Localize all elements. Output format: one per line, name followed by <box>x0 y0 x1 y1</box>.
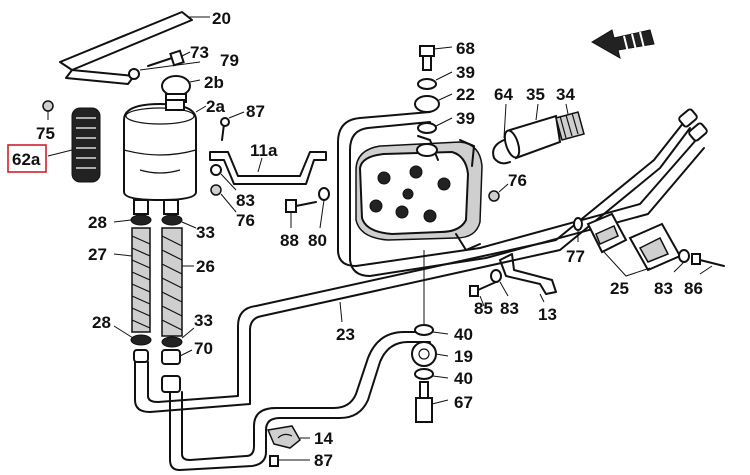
label-22: 22 <box>456 85 475 104</box>
bolt-73 <box>147 49 191 67</box>
nut-76-upper <box>210 184 237 213</box>
label-79: 79 <box>220 51 239 70</box>
label-39-upper: 39 <box>456 63 475 82</box>
label-67: 67 <box>454 393 473 412</box>
label-27: 27 <box>88 245 107 264</box>
label-88: 88 <box>280 231 299 250</box>
label-25: 25 <box>610 279 629 298</box>
label-80: 80 <box>308 231 327 250</box>
fitting-70 <box>161 349 193 365</box>
label-76-right: 76 <box>508 171 527 190</box>
label-14: 14 <box>314 429 333 448</box>
washer-77 <box>573 217 583 242</box>
label-83-right: 83 <box>654 279 673 298</box>
label-13: 13 <box>538 305 557 324</box>
clamp-28-upper <box>113 214 152 226</box>
washer-80 <box>318 187 330 229</box>
mount-25 <box>586 212 682 277</box>
seal-64 <box>492 103 511 165</box>
washer-40-upper <box>414 324 449 336</box>
label-33-lower: 33 <box>194 311 213 330</box>
banjo-bolt-67 <box>415 381 449 423</box>
bracket-13 <box>499 253 557 303</box>
label-28-upper: 28 <box>88 213 107 232</box>
label-40-upper: 40 <box>454 325 473 344</box>
bracket-11a <box>209 151 327 185</box>
pipe-assembly-23 <box>134 111 705 471</box>
clip-14 <box>266 425 310 449</box>
washer-83-mid <box>490 269 509 297</box>
label-73: 73 <box>190 43 209 62</box>
bolt-87-upper <box>220 111 245 141</box>
union-22 <box>414 93 453 113</box>
label-34: 34 <box>556 85 575 104</box>
bolt-88 <box>285 199 317 228</box>
label-85: 85 <box>474 299 493 318</box>
washer-40-lower <box>414 368 449 380</box>
label-20: 20 <box>212 9 231 28</box>
highlight-box-62a <box>7 144 47 173</box>
washer-83-right <box>673 249 690 273</box>
filter-62a <box>47 107 101 183</box>
clamp-28-lower <box>113 325 152 346</box>
label-26: 26 <box>196 257 215 276</box>
label-2a: 2a <box>206 97 225 116</box>
label-35: 35 <box>526 85 545 104</box>
label-19: 19 <box>454 347 473 366</box>
union-lower <box>416 143 438 157</box>
label-39-lower: 39 <box>456 109 475 128</box>
clamp-33-upper <box>161 214 197 229</box>
nut-79 <box>128 61 201 80</box>
bolt-86 <box>691 253 725 275</box>
washer-39-upper <box>417 71 453 90</box>
nut-76-right <box>488 183 509 202</box>
label-87-upper: 87 <box>246 102 265 121</box>
label-86: 86 <box>684 279 703 298</box>
washer-39-lower <box>417 117 453 134</box>
label-83-upper: 83 <box>236 191 255 210</box>
label-76-upper: 76 <box>236 211 255 230</box>
label-11a: 11a <box>250 141 278 160</box>
nut-75 <box>42 100 54 120</box>
callout-labels: 20 73 79 2b 2a 75 62a 87 11a 83 76 68 39… <box>7 9 703 470</box>
pipe-fitting-end <box>678 108 708 142</box>
bracket-20 <box>59 11 210 85</box>
pump-body <box>355 135 483 251</box>
label-28-lower: 28 <box>92 313 111 332</box>
shaft-34 <box>555 103 585 141</box>
label-64: 64 <box>494 85 513 104</box>
reservoir-2a <box>123 99 207 215</box>
coupling-35 <box>503 103 562 160</box>
label-62a: 62a <box>12 150 41 169</box>
label-87-lower: 87 <box>314 451 333 470</box>
washer-83-upper <box>210 164 237 191</box>
hose-26 <box>161 227 194 337</box>
label-2b: 2b <box>204 73 224 92</box>
label-33-upper: 33 <box>196 223 215 242</box>
bolt-87-lower <box>269 455 310 467</box>
banjo-bolt-68 <box>419 45 453 71</box>
fitting-lower <box>161 375 181 393</box>
label-68: 68 <box>456 39 475 58</box>
label-40-lower: 40 <box>454 369 473 388</box>
cap-2b <box>161 75 201 103</box>
bolt-85 <box>469 281 497 307</box>
clamp-33-lower <box>161 327 195 348</box>
label-75: 75 <box>36 124 55 143</box>
direction-arrow-icon <box>591 29 655 60</box>
union-19 <box>411 341 449 367</box>
fitting-left <box>133 349 149 363</box>
hose-27 <box>113 227 151 333</box>
label-77: 77 <box>566 247 585 266</box>
label-83-mid: 83 <box>500 299 519 318</box>
label-70: 70 <box>194 339 213 358</box>
label-23: 23 <box>336 325 355 344</box>
